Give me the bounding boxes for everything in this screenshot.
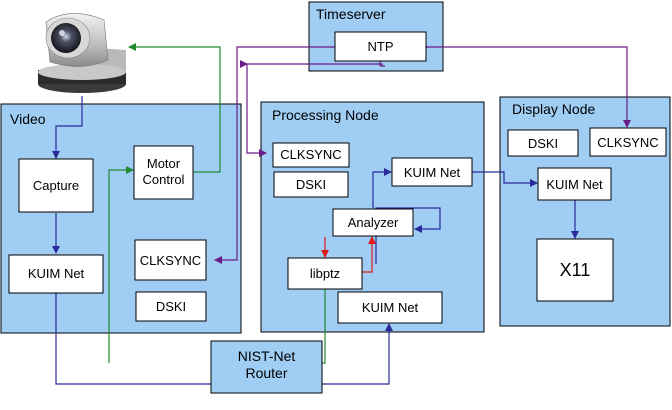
video-clksync-label: CLKSYNC [140, 253, 201, 268]
video-dski-box: DSKI [135, 291, 207, 322]
proc-clksync-label: CLKSYNC [280, 147, 341, 162]
ntp-box: NTP [334, 31, 427, 62]
router-label-line1: NIST-Net [238, 348, 296, 364]
proc-dski-box: DSKI [273, 171, 349, 198]
motor-control-label-line2: Control [143, 172, 185, 187]
proc-kuim-net-bottom-box: KUIM Net [337, 291, 443, 324]
ntp-to-proc-clksync-link [246, 64, 267, 157]
proc-clksync-to-ntp-link [240, 60, 383, 68]
ntp-label: NTP [368, 39, 394, 54]
ptz-camera-icon [38, 13, 126, 93]
disp-dski-label: DSKI [528, 136, 558, 151]
video-title: Video [10, 111, 46, 127]
proc-kuim-net-top-box: KUIM Net [391, 157, 473, 187]
disp-clksync-box: CLKSYNC [589, 127, 667, 157]
proc-kuim-net-bottom-label: KUIM Net [362, 300, 419, 315]
analyzer-to-proc-kuim-top-link [372, 168, 392, 208]
disp-kuim-net-box: KUIM Net [537, 167, 612, 201]
analyzer-box: Analyzer [332, 208, 414, 237]
proc-kuim-to-display-kuim-link [472, 171, 538, 187]
proc-dski-label: DSKI [296, 177, 326, 192]
router-to-proc-kuim-link [322, 323, 393, 385]
x11-label: X11 [560, 260, 591, 280]
proc-clksync-box: CLKSYNC [272, 142, 350, 168]
nist-net-router-box: NIST-Net Router [210, 340, 323, 394]
libptz-to-analyzer-link [362, 236, 376, 273]
video-dski-label: DSKI [156, 299, 186, 314]
capture-box: Capture [18, 158, 94, 213]
video-kuim-to-router-link [55, 293, 211, 385]
video-kuim-net-box: KUIM Net [8, 254, 104, 294]
libptz-label: libptz [310, 266, 340, 281]
video-kuim-net-label: KUIM Net [28, 266, 85, 281]
x11-box: X11 [536, 238, 614, 302]
libptz-box: libptz [287, 257, 363, 290]
router-label-line2: Router [245, 365, 287, 381]
router-to-motor-control-link [108, 166, 134, 363]
ntp-to-display-clksync-link [421, 43, 631, 128]
timeserver-title: Timeserver [316, 6, 386, 22]
camera-to-capture-link [52, 96, 83, 159]
disp-clksync-label: CLKSYNC [597, 135, 658, 150]
proc-kuim-net-top-label: KUIM Net [404, 165, 461, 180]
motor-control-box: Motor Control [133, 145, 194, 200]
analyzer-label: Analyzer [348, 215, 399, 230]
video-clksync-box: CLKSYNC [134, 239, 207, 281]
disp-kuim-net-label: KUIM Net [546, 177, 603, 192]
processing-node-title: Processing Node [272, 107, 379, 123]
motor-control-label-line1: Motor [147, 156, 181, 171]
capture-label: Capture [33, 178, 79, 193]
motor-control-to-camera-link [128, 43, 221, 173]
display-node-title: Display Node [512, 101, 595, 117]
disp-dski-box: DSKI [507, 129, 579, 157]
